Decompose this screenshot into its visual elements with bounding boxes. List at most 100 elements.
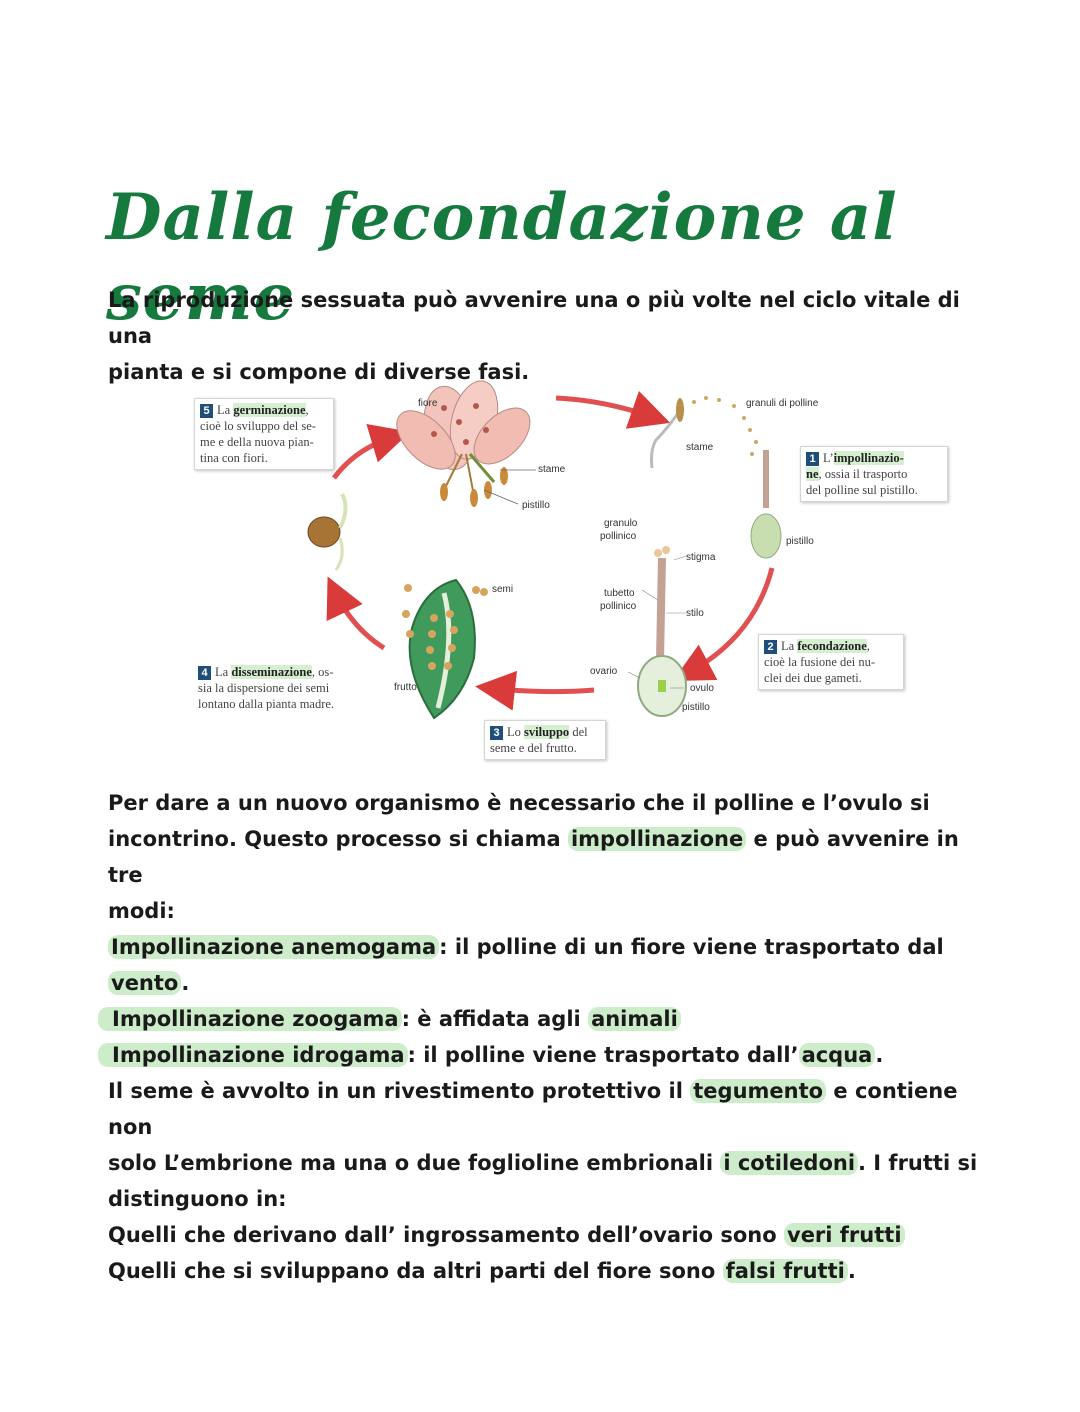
label-pistillo-top: pistillo: [522, 500, 550, 511]
label-stilo: stilo: [686, 608, 704, 619]
text-span: incontrino. Questo processo si chiama: [108, 827, 568, 851]
label-pistillo-right: pistillo: [786, 536, 814, 547]
caption-line: sia la dispersione dei semi: [198, 681, 330, 695]
highlight-anemogama: Impollinazione anemogama: [108, 935, 440, 959]
caption-text: La: [215, 665, 232, 679]
caption-line: cioè la fusione dei nu-: [764, 655, 876, 669]
caption-text: La: [781, 639, 798, 653]
highlight-cotiledoni: i cotiledoni: [720, 1151, 859, 1175]
caption-keyword: sviluppo: [524, 725, 570, 739]
highlight-falsi-frutti: falsi frutti: [722, 1259, 848, 1283]
caption-keyword: disseminazione: [231, 665, 312, 679]
text-span: Quelli che derivano dall’ ingrossamento …: [108, 1223, 784, 1247]
highlight-idrogama: Impollinazione idrogama: [98, 1043, 408, 1067]
highlight-zoogama: Impollinazione zoogama: [98, 1007, 402, 1031]
caption-keyword: ne: [806, 467, 819, 481]
intro-paragraph: La riproduzione sessuata può avvenire un…: [108, 282, 988, 390]
caption-germination: 5 La germinazione, cioè lo sviluppo del s…: [194, 398, 334, 470]
label-stame-right: stame: [686, 442, 714, 453]
page-title: Dalla fecondazione al seme: [106, 180, 898, 335]
label-fiore: fiore: [418, 398, 438, 409]
caption-text: del: [569, 725, 588, 739]
body-line: Quelli che si sviluppano da altri parti …: [108, 1253, 988, 1289]
caption-line: me e della nuova pian-: [200, 435, 314, 449]
caption-text: Lo: [507, 725, 525, 739]
caption-line: tina con fiori.: [200, 451, 268, 465]
caption-number: 5: [200, 404, 213, 418]
arrow-right-down: [672, 567, 775, 682]
body-line: Per dare a un nuovo organismo è necessar…: [108, 791, 930, 815]
body-line: Il seme è avvolto in un rivestimento pro…: [108, 1073, 988, 1145]
caption-number: 4: [198, 666, 211, 680]
body-line: Quelli che derivano dall’ ingrossamento …: [108, 1217, 988, 1253]
label-granulo: granulo: [604, 518, 638, 529]
fruit-illustration: [402, 578, 488, 720]
label-pistillo-bottom: pistillo: [682, 702, 710, 713]
text-span: solo L’embrione ma una o due foglioline …: [108, 1151, 721, 1175]
text-span: . I frutti si: [858, 1151, 978, 1175]
caption-line: clei dei due gameti.: [764, 671, 862, 685]
reproduction-cycle-diagram: fiore stame pistillo granuli di polline …: [144, 378, 948, 776]
body-line: distinguono in:: [108, 1187, 287, 1211]
caption-text: L’: [823, 451, 834, 465]
caption-fertilization: 2 La fecondazione, cioè la fusione dei nu…: [758, 634, 904, 690]
body-line: incontrino. Questo processo si chiama im…: [108, 821, 988, 893]
caption-keyword: fecondazione: [797, 639, 867, 653]
body-line: modi:: [108, 899, 175, 923]
label-stame-top: stame: [538, 464, 566, 475]
body-text: Per dare a un nuovo organismo è necessar…: [98, 785, 988, 1289]
caption-keyword: germinazione: [233, 403, 306, 417]
caption-text: ,: [866, 639, 870, 653]
arrow-left-up: [331, 424, 411, 480]
list-item-anemogama: Impollinazione anemogama: il polline di …: [108, 929, 988, 1001]
label-semi: semi: [492, 584, 514, 595]
caption-text: , ossia il trasporto: [818, 467, 908, 481]
label-ovario: ovario: [590, 666, 618, 677]
caption-text: , os-: [311, 665, 334, 679]
list-item-zoogama: Impollinazione zoogama: è affidata agli …: [98, 1001, 988, 1037]
text-span: : è affidata agli: [401, 1007, 589, 1031]
highlight-veri-frutti: veri frutti: [784, 1223, 905, 1247]
label-ovulo: ovulo: [690, 683, 714, 694]
text-span: .: [847, 1259, 856, 1283]
caption-text: ,: [305, 403, 309, 417]
caption-keyword: impollinazio-: [833, 451, 904, 465]
label-granuli: granuli di polline: [746, 398, 819, 409]
seed-illustration: [307, 493, 348, 571]
caption-text: La: [217, 403, 234, 417]
label-pollinico-2: pollinico: [600, 601, 637, 612]
text-span: Quelli che si sviluppano da altri parti …: [108, 1259, 723, 1283]
text-span: e può avvenire in tre: [108, 827, 959, 887]
caption-line: seme e del frutto.: [490, 741, 577, 755]
label-pollinico: pollinico: [600, 531, 637, 542]
highlight-animali: animali: [588, 1007, 681, 1031]
lily-flower: [396, 380, 536, 507]
highlight-impollinazione: impollinazione: [567, 827, 747, 851]
text-span: Il seme è avvolto in un rivestimento pro…: [108, 1079, 691, 1103]
highlight-tegumento: tegumento: [690, 1079, 827, 1103]
label-frutto: frutto: [394, 682, 417, 693]
caption-number: 2: [764, 640, 777, 654]
highlight-acqua: acqua: [798, 1043, 876, 1067]
highlight-vento: vento: [108, 971, 182, 995]
text-span: .: [181, 971, 190, 995]
stamen-illustration: [650, 396, 758, 469]
caption-line: cioè lo sviluppo del se-: [200, 419, 316, 433]
text-span: : il polline di un fiore viene trasporta…: [439, 935, 944, 959]
pistil-illustration: [750, 450, 782, 559]
cycle-illustration: [307, 380, 782, 720]
arrow-bottom: [475, 670, 595, 711]
text-span: e contiene non: [108, 1079, 958, 1139]
arrow-top: [555, 390, 671, 429]
fertilization-pistil: [637, 546, 687, 717]
list-item-idrogama: Impollinazione idrogama: il polline vien…: [98, 1037, 988, 1073]
caption-dissemination: 4 La disseminazione, os- sia la dispersio…: [198, 664, 368, 712]
caption-line: del polline sul pistillo.: [806, 483, 918, 497]
arrow-left-down: [326, 576, 386, 651]
intro-line-1: La riproduzione sessuata può avvenire un…: [108, 288, 960, 348]
caption-number: 1: [806, 452, 819, 466]
label-tubetto: tubetto: [604, 588, 635, 599]
caption-line: lontano dalla pianta madre.: [198, 697, 335, 711]
text-span: : il polline viene trasportato dall’: [407, 1043, 799, 1067]
